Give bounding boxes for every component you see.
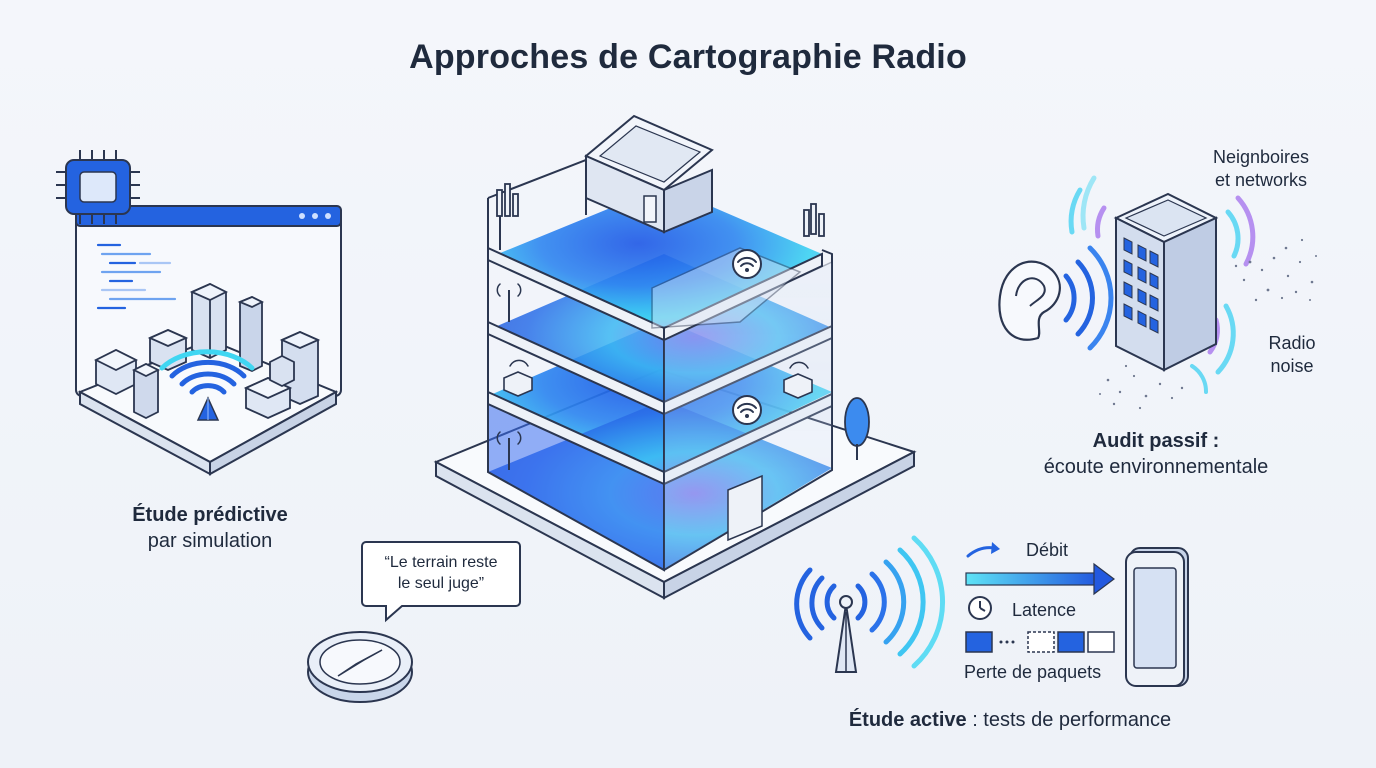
office-tower [1113,192,1219,372]
packet-loss-label: Perte de paquets [964,662,1102,682]
processor-chip-icon [56,150,140,224]
passive-heading: Audit passif : [1092,430,1220,452]
city-model [77,283,339,476]
passive-subheading: écoute environnementale [1043,456,1269,478]
building-heatmap [433,114,917,600]
wifi-icon [732,395,762,425]
predictive-subheading: par simulation [147,530,273,552]
neighbors-label-line-1: Neignboires [1212,147,1310,167]
page-title: Approches de Cartographie Radio [409,38,967,76]
predictive-heading: Étude prédictive [132,504,288,526]
noise-cloud [1099,238,1317,410]
active-signal-waves [794,535,945,669]
packet-blocks [965,631,1115,653]
throughput-label: Débit [1026,540,1069,560]
predictive-caption: Étude prédictive par simulation [100,502,320,554]
quote-text: “Le terrain reste le seul juge” [366,552,516,594]
compass-icon [307,631,413,703]
active-heading: Étude active [848,709,967,731]
passive-caption: Audit passif : écoute environnementale [1006,428,1306,480]
ear-icon [998,260,1061,341]
passive-signal-waves [1063,175,1256,394]
quote-line-1: “Le terrain reste [384,554,498,571]
smartphone-icon [1125,547,1189,687]
throughput-small-arrow [966,542,1000,558]
neighbors-label-line-2: et networks [1214,170,1308,190]
wifi-icon [732,249,762,279]
clock-icon [968,596,992,620]
neighbors-label: Neignboires et networks [1186,146,1336,192]
active-heading-rest: : tests de performance [966,709,1172,731]
noise-label: Radio noise [1252,332,1332,378]
quote-line-2: le seul juge” [397,575,485,592]
active-caption: Étude active : tests de performance [760,707,1260,733]
throughput-arrow [965,562,1115,596]
quote-bubble [361,541,521,623]
latency-label: Latence [1012,600,1077,620]
antenna-icon [834,595,858,673]
noise-label-line-2: noise [1270,356,1314,376]
noise-label-line-1: Radio [1268,333,1316,353]
